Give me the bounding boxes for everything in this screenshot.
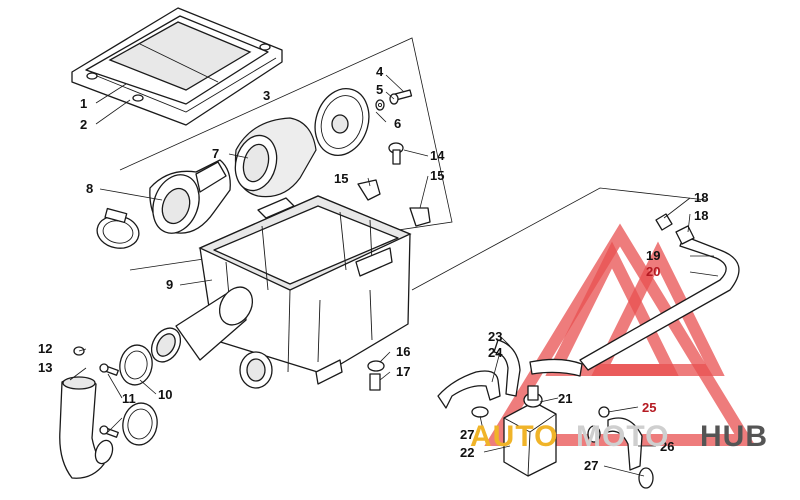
callout-17: 17: [396, 364, 410, 379]
callout-16: 16: [396, 344, 410, 359]
callout-9: 9: [166, 277, 173, 292]
drain-valve-16-17: [367, 360, 385, 391]
callout-1: 1: [80, 96, 87, 111]
watermark-moto: MOTO: [576, 420, 669, 453]
callout-11: 11: [122, 391, 136, 406]
callout-8: 8: [86, 181, 93, 196]
callout-22: 22: [460, 445, 474, 460]
clip-15a: [357, 179, 381, 201]
callout-24: 24: [488, 345, 503, 360]
breather-hose-19-20: [529, 235, 740, 377]
callout-25: 25: [642, 400, 656, 415]
watermark-hub: HUB: [700, 420, 768, 453]
group-frame-hoses: [411, 187, 707, 291]
callout-19: 19: [646, 248, 660, 263]
watermark-text: AUTO MOTO HUB: [470, 420, 768, 453]
callout-3: 3: [263, 88, 270, 103]
callout-27a: 27: [460, 427, 474, 442]
hose-clamp-8: [96, 207, 140, 249]
callout-14: 14: [430, 148, 445, 163]
airbox-housing: [150, 195, 412, 389]
callout-15b: 15: [430, 168, 444, 183]
intake-funnel: [149, 159, 231, 234]
callout-6: 6: [394, 116, 401, 131]
callout-13: 13: [38, 360, 52, 375]
clip-15b: [409, 207, 431, 227]
callout-7: 7: [212, 146, 219, 161]
hose-23-24: [437, 339, 521, 409]
filter-end-cap: [314, 88, 370, 156]
separator-21-22: [503, 385, 557, 477]
watermark-auto: AUTO: [470, 420, 558, 453]
drain-tube: [59, 346, 114, 479]
callout-15a: 15: [334, 171, 348, 186]
callout-26: 26: [660, 439, 674, 454]
callout-23: 23: [488, 329, 502, 344]
callout-10: 10: [158, 387, 172, 402]
airbox-cover: [71, 7, 283, 126]
foam-filter: [234, 117, 317, 198]
callout-2: 2: [80, 117, 87, 132]
leader-lines: [69, 74, 719, 477]
callout-12: 12: [38, 341, 52, 356]
callout-5: 5: [376, 82, 383, 97]
hose-clamps-18: [655, 213, 695, 245]
clamps-27: [471, 406, 654, 489]
screws-11: [99, 363, 119, 438]
callout-27b: 27: [584, 458, 598, 473]
callout-20: 20: [646, 264, 660, 279]
boot-clamp-10: [119, 344, 158, 446]
callout-4: 4: [376, 64, 384, 79]
callout-18a: 18: [694, 190, 708, 205]
callout-21: 21: [558, 391, 572, 406]
bolt-14: [388, 142, 404, 165]
callout-labels: 1 2 3 4 5 6 7 8 9 10 11 12 13 14 15 15 1…: [38, 64, 708, 473]
callout-18b: 18: [694, 208, 708, 223]
